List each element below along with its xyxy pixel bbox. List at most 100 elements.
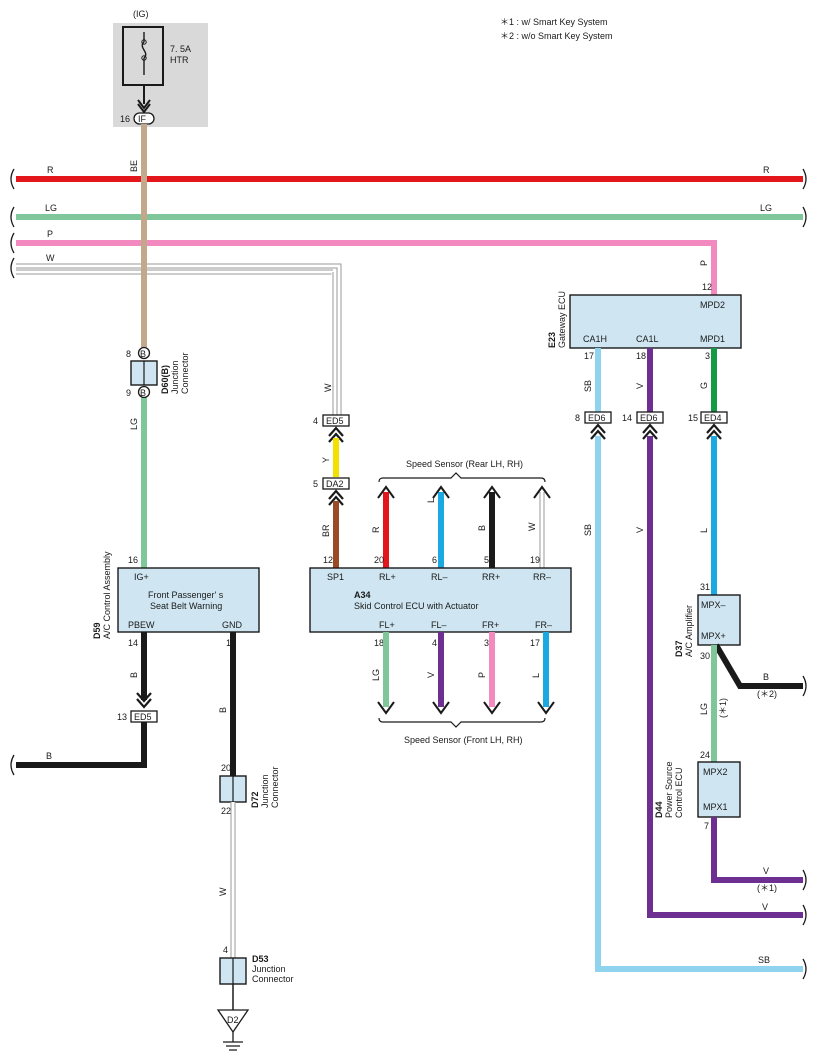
e23-pin-ca1h: CA1H — [583, 334, 607, 344]
d60-pin-top-num: 8 — [126, 349, 131, 359]
d37-body — [697, 594, 741, 646]
d60-name-2: Connector — [180, 352, 190, 394]
da2-arrow-icon — [328, 489, 344, 506]
component-d44: 24 MPX2 MPX1 7 D44 Power Source Control … — [654, 750, 741, 831]
connector-ed6-a-pin: 8 — [575, 413, 580, 423]
a34-bot-num-flp: 18 — [374, 638, 384, 648]
d72-pin-top: 20 — [221, 763, 231, 773]
bus-w-label-left: W — [46, 253, 55, 263]
d60-pin-top — [137, 346, 151, 360]
bus-break-sb-right-icon — [802, 958, 807, 980]
wire-rl-minus-label: L — [426, 498, 436, 503]
d59-pin-num-igp: 16 — [128, 555, 138, 565]
note-no-smart-key: ＊2 : w/o Smart Key System — [500, 31, 613, 41]
ed5-mid-arrow-icon — [328, 426, 344, 443]
wire-p-drop-label: P — [699, 260, 709, 266]
component-d37: 31 MPX– MPX+ 30 D37 A/C Amplifier — [674, 582, 741, 661]
connector-ed5-mid — [322, 414, 350, 427]
wire-sb-bus-label: SB — [758, 955, 770, 965]
fuse-icon — [141, 32, 147, 75]
d60-pin-bot — [137, 385, 151, 399]
wire-v-long — [647, 436, 803, 918]
a34-top-pin-rrp: RR+ — [482, 572, 500, 582]
d44-code: D44 — [654, 801, 664, 818]
connector-ed5-left-label: ED5 — [134, 712, 152, 722]
rear-sensor-bracket — [378, 472, 546, 483]
a34-top-num-sp1: 12 — [323, 555, 333, 565]
a34-body — [309, 567, 572, 633]
wire-fl-plus-label: LG — [371, 669, 381, 681]
d59-pin-pbew: PBEW — [128, 620, 155, 630]
connector-ed6-b-pin: 14 — [622, 413, 632, 423]
note-smart-key: ＊1 : w/ Smart Key System — [500, 17, 608, 27]
a34-bot-num-frm: 17 — [530, 638, 540, 648]
ed5-left-arrow-icon — [136, 692, 152, 709]
a34-bot-pin-flp: FL+ — [379, 620, 395, 630]
wire-b-gnd-label: B — [218, 707, 228, 713]
bus-p-label-left: P — [47, 229, 53, 239]
d72-name-1: Junction — [260, 774, 270, 808]
rr-plus-arrow-icon — [483, 485, 501, 499]
e23-num-mpd1: 3 — [705, 351, 710, 361]
fuse-block-background — [113, 23, 208, 127]
bus-r-label-left: R — [47, 165, 54, 175]
ground-label: D2 — [227, 1015, 239, 1025]
d44-num-mpx2: 24 — [700, 750, 710, 760]
d37-num-mpx-plus: 30 — [700, 651, 710, 661]
wire-rr-minus-label: W — [527, 522, 537, 531]
fl-minus-arrow-icon — [432, 701, 450, 715]
fr-plus-arrow-icon — [483, 701, 501, 715]
ground-symbol-icon — [223, 1032, 243, 1051]
a34-top-pin-rrm: RR– — [533, 572, 551, 582]
d59-pin-num-gnd: 1 — [226, 638, 231, 648]
rear-sensor-label: Speed Sensor (Rear LH, RH) — [406, 459, 523, 469]
front-sensor-label: Speed Sensor (Front LH, RH) — [404, 735, 523, 745]
d60-code: D60(B) — [160, 365, 170, 394]
d37-name: A/C Amplifier — [684, 605, 694, 657]
bus-break-lg-left-icon — [10, 206, 15, 228]
a34-top-pin-rlp: RL+ — [379, 572, 396, 582]
wire-v1-label: V — [635, 383, 645, 389]
e23-pin-mpd1: MPD1 — [700, 334, 725, 344]
wire-b-bus-label: B — [46, 751, 52, 761]
connector-da2-label: DA2 — [326, 479, 344, 489]
d44-name-2: Control ECU — [674, 767, 684, 818]
a34-top-pin-rlm: RL– — [431, 572, 448, 582]
d60-pin-bot-letter: B — [140, 388, 146, 398]
a34-top-pin-sp1: SP1 — [327, 572, 344, 582]
fuse-ig-label: (IG) — [133, 9, 149, 19]
a34-bot-pin-frm: FR– — [535, 620, 552, 630]
d44-body — [697, 761, 741, 818]
wire-fr-minus-label: L — [531, 673, 541, 678]
a34-top-num-rlp: 20 — [374, 555, 384, 565]
d53-name-1: Junction — [252, 964, 286, 974]
connector-d53: 4 D53 Junction Connector — [219, 945, 294, 985]
d59-pin-gnd: GND — [222, 620, 243, 630]
connector-ed5-mid-pin: 4 — [313, 416, 318, 426]
bus-r-label-right: R — [763, 165, 770, 175]
connector-ed4-pin: 15 — [688, 413, 698, 423]
bus-break-p-left-icon — [10, 232, 15, 254]
connector-ed5-mid-label: ED5 — [326, 416, 344, 426]
d60-pin-top-letter: B — [140, 349, 146, 359]
fuse-rating: 7. 5A — [170, 44, 191, 54]
d44-pin-mpx2: MPX2 — [703, 767, 728, 777]
front-sensor-bracket — [378, 717, 546, 728]
d44-num-mpx1: 7 — [704, 821, 709, 831]
wire-b-pbew-label: B — [129, 672, 139, 678]
wire-w-gnd-label: W — [218, 887, 228, 896]
d44-name-1: Power Source — [664, 761, 674, 818]
ground-triangle-icon — [216, 1009, 250, 1034]
bus-break-w-left-icon — [10, 257, 15, 279]
rr-minus-arrow-icon — [533, 485, 551, 499]
wire-w-drop-label: W — [323, 383, 333, 392]
wire-v-d44 — [711, 817, 803, 883]
rl-plus-arrow-icon — [377, 485, 395, 499]
bus-break-r-left-icon — [10, 168, 15, 190]
d59-body — [117, 567, 260, 633]
a34-bot-num-frp: 3 — [484, 638, 489, 648]
connector-d60: B 8 B 9 D60(B) Junction Connector — [126, 346, 190, 399]
connector-ed6-a-label: ED6 — [588, 413, 606, 423]
wire-sb1-label: SB — [583, 380, 593, 392]
